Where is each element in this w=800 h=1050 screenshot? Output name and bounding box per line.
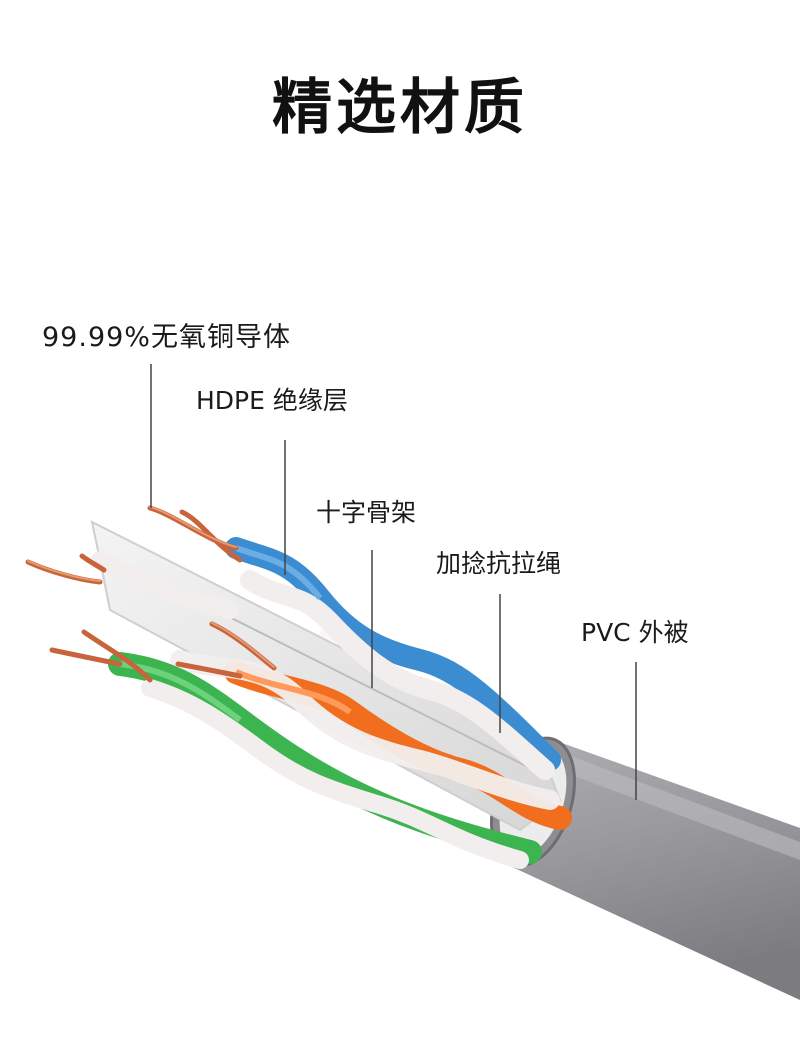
blue-white-wire bbox=[240, 570, 555, 780]
green-white-wire bbox=[141, 679, 529, 869]
orange-white-wire bbox=[170, 650, 560, 810]
pvc-jacket bbox=[510, 738, 800, 1000]
label-jacket: PVC 外被 bbox=[581, 618, 689, 647]
page-title: 精选材质 bbox=[272, 73, 528, 143]
label-tensile-rope: 加捻抗拉绳 bbox=[436, 549, 562, 578]
label-insulation: HDPE 绝缘层 bbox=[196, 386, 348, 415]
label-conductor: 99.99%无氧铜导体 bbox=[42, 322, 291, 353]
label-cross-frame: 十字骨架 bbox=[316, 498, 417, 527]
pvc-jacket-highlight bbox=[558, 752, 800, 860]
white-wire-left bbox=[91, 551, 239, 619]
